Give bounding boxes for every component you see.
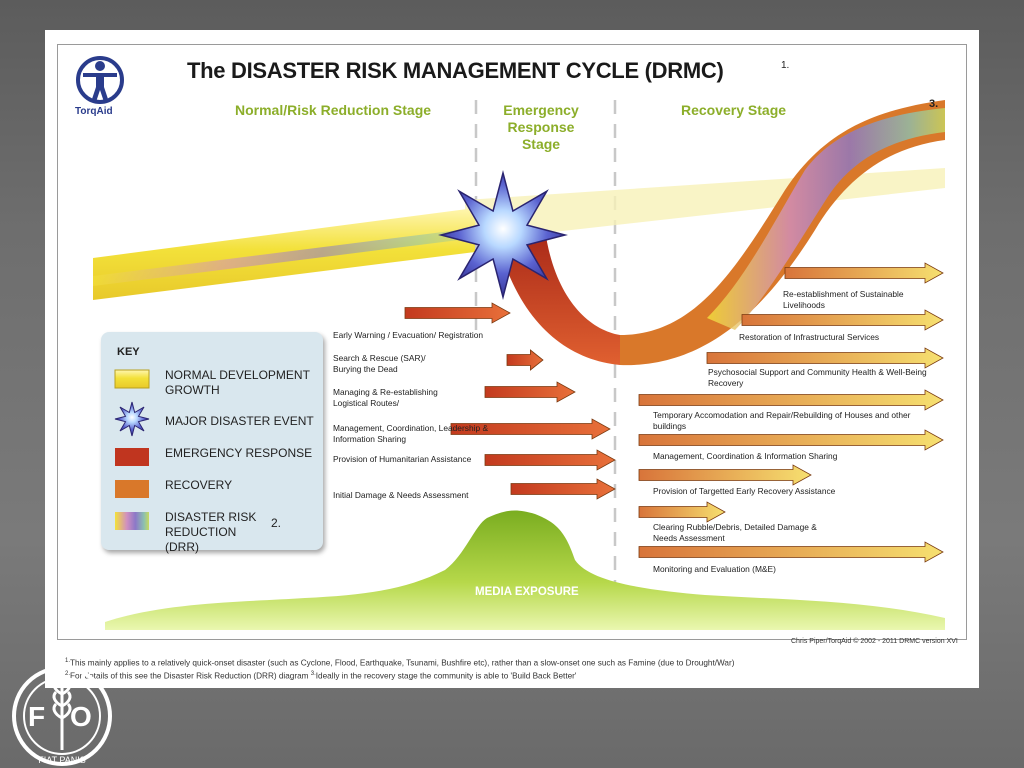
key-swatch-emergency	[115, 448, 149, 466]
key-label-disaster: MAJOR DISASTER EVENT	[165, 414, 314, 428]
emergency-arrow-4	[450, 418, 611, 440]
recovery-arrow-1	[784, 262, 944, 284]
drr-stripe-normal	[93, 228, 475, 286]
key-swatch-drr	[115, 512, 149, 530]
emergency-arrow-2	[506, 349, 544, 371]
recovery-arrow-7	[638, 501, 726, 523]
torqaid-logo-text: TorqAid	[75, 106, 113, 117]
recovery-footnote-marker: 3.	[929, 98, 939, 110]
fao-logo-icon: F O FIAT PANIS	[12, 666, 112, 766]
recovery-label-livelihoods: Re-establishment of Sustainable Liveliho…	[783, 289, 904, 310]
key-swatch-growth	[114, 369, 150, 389]
footnote-3-text: Ideally in the recovery stage the commun…	[315, 671, 577, 681]
emergency-label-logistics: Managing & Re-establishing Logistical Ro…	[333, 387, 438, 408]
diagram-card: TorqAid The DISASTER RISK MANAGEMENT CYC…	[45, 30, 979, 688]
key-label-drr: DISASTER RISK REDUCTION (DRR)	[165, 510, 257, 554]
media-exposure-mountain	[105, 510, 945, 630]
torqaid-logo-icon	[76, 56, 124, 104]
recovery-label-early-recovery: Provision of Targetted Early Recovery As…	[653, 486, 836, 496]
key-label-growth: NORMAL DEVELOPMENT GROWTH	[165, 368, 310, 397]
emergency-arrow-3	[484, 381, 576, 403]
emergency-arrow-6	[510, 478, 616, 500]
fao-letter-f: F	[28, 701, 45, 732]
legend-key: KEY NORMAL DEVELOPMENT GROWTH MAJOR DISA…	[101, 332, 323, 554]
recovery-label-housing: Temporary Accomodation and Repair/Rebuil…	[653, 410, 911, 431]
key-label-emergency: EMERGENCY RESPONSE	[165, 446, 313, 460]
diagram-frame	[57, 44, 967, 640]
emergency-arrow-5	[484, 449, 616, 471]
emergency-label-humanitarian: Provision of Humanitarian Assistance	[333, 454, 472, 464]
key-star-icon	[114, 401, 150, 437]
drr-footnote-marker: 2.	[271, 516, 282, 530]
recovery-label-infrastructure: Restoration of Infrastructural Services	[739, 332, 880, 342]
footnote-2: 2.For details of this see the Disaster R…	[65, 671, 577, 681]
recovery-arrow-4	[638, 389, 944, 411]
title-footnote-marker: 1.	[781, 60, 790, 71]
stage-recovery-label: Recovery Stage	[681, 102, 787, 118]
emergency-arrow-1	[404, 302, 511, 324]
recovery-arrow-8	[638, 541, 944, 563]
emergency-label-search-rescue: Search & Rescue (SAR)/ Burying the Dead	[333, 353, 426, 374]
footnote-1: 1.This mainly applies to a relatively qu…	[65, 658, 735, 668]
footnote-1-text: This mainly applies to a relatively quic…	[70, 658, 735, 668]
credit-text: Chris Piper/TorqAid © 2002 - 2011 DRMC v…	[791, 638, 958, 645]
emergency-label-management: Management, Coordination, Leadership & I…	[333, 423, 489, 444]
drr-stripe-recovery	[707, 108, 945, 330]
recovery-label-monitoring: Monitoring and Evaluation (M&E)	[653, 564, 776, 574]
key-label-recovery: RECOVERY	[165, 478, 233, 492]
recovery-label-management: Management, Coordination & Information S…	[653, 451, 838, 461]
disaster-star-icon	[438, 170, 568, 300]
key-title: KEY	[117, 346, 140, 358]
stage-normal-label: Normal/Risk Reduction Stage	[235, 102, 432, 118]
fao-motto: FIAT PANIS	[38, 755, 86, 765]
emergency-label-damage-assessment: Initial Damage & Needs Assessment	[333, 490, 469, 500]
recovery-label-rubble: Clearing Rubble/Debris, Detailed Damage …	[653, 522, 817, 543]
footnote-2-text: For details of this see the Disaster Ris…	[70, 671, 309, 681]
recovery-arrow-3	[706, 347, 944, 369]
page-title: The DISASTER RISK MANAGEMENT CYCLE (DRMC…	[187, 58, 724, 83]
key-swatch-recovery	[115, 480, 149, 498]
recovery-label-psychosocial: Psychosocial Support and Community Healt…	[708, 367, 927, 388]
emergency-label-early-warning: Early Warning / Evacuation/ Registration	[333, 330, 484, 340]
recovery-arrow-5	[638, 429, 944, 451]
stage-emergency-label: Emergency Response Stage	[503, 102, 579, 152]
recovery-arrow-2	[741, 309, 944, 331]
diagram-artwork	[93, 100, 945, 630]
recovery-arrow-6	[638, 464, 812, 486]
media-exposure-label: MEDIA EXPOSURE	[475, 586, 579, 598]
key-swatches	[114, 369, 150, 530]
fao-letter-o: O	[70, 701, 92, 732]
